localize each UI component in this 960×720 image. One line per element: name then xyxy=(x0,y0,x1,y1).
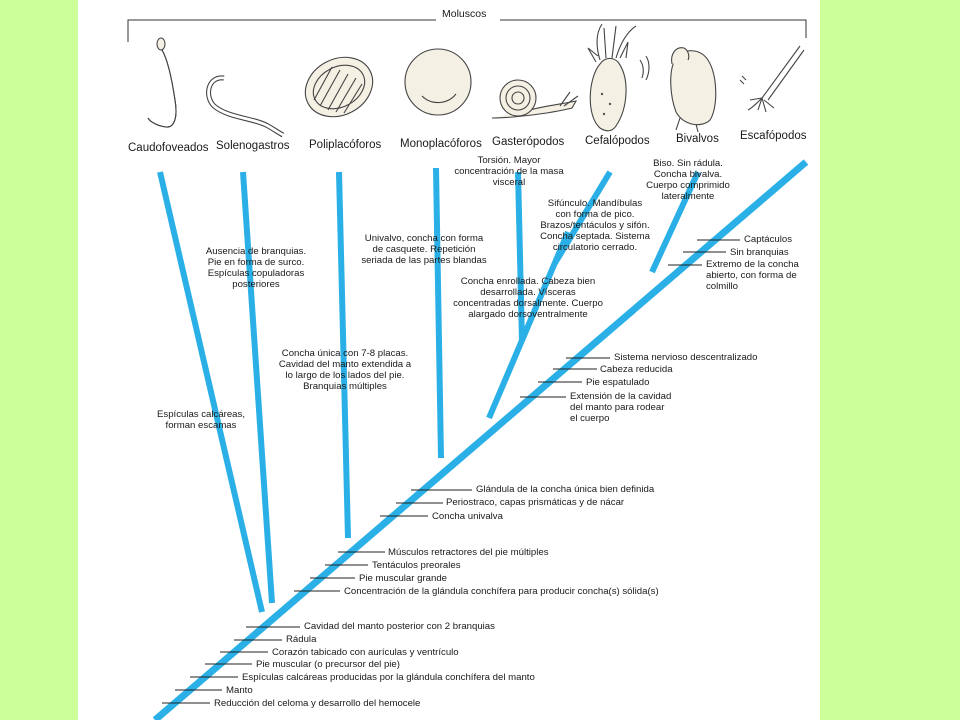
svg-text:lo largo de los lados del pie.: lo largo de los lados del pie. xyxy=(286,370,405,381)
trait-label: Concentración de la glándula conchífera … xyxy=(344,586,659,597)
trait-label: Periostraco, capas prismáticas y de náca… xyxy=(446,497,625,508)
branch-solenogastros xyxy=(240,171,275,604)
branches xyxy=(152,159,809,720)
svg-text:con forma de pico.: con forma de pico. xyxy=(556,209,635,220)
svg-text:concentración de la masa: concentración de la masa xyxy=(454,166,564,177)
svg-text:posteriores: posteriores xyxy=(232,279,280,290)
svg-text:Univalvo, concha con forma: Univalvo, concha con forma xyxy=(365,233,484,244)
bivalvo-icon xyxy=(670,47,717,133)
branch-bivalvos xyxy=(649,170,701,274)
branch-cefalopodos xyxy=(552,170,613,265)
note-gasteropodos: Torsión. Mayor concentración de la masa … xyxy=(454,155,564,188)
taxon-bivalvos: Bivalvos xyxy=(676,133,719,145)
svg-text:Concha bivalva.: Concha bivalva. xyxy=(654,169,722,180)
taxon-solenogastros: Solenogastros xyxy=(216,140,290,152)
note-solenogastros: Ausencia de branquias. Pie en forma de s… xyxy=(206,246,306,290)
cefalopodo-icon xyxy=(587,23,650,132)
taxon-monoplacoforos: Monoplacóforos xyxy=(400,138,482,150)
note-caudofoveados: Espículas calcáreas, forman escamas xyxy=(157,409,245,431)
svg-text:Espículas calcáreas,: Espículas calcáreas, xyxy=(157,409,245,420)
header-bracket xyxy=(127,19,807,42)
monoplacoforo-icon xyxy=(404,48,472,116)
note-gastro-cefalopodos: Concha enrollada. Cabeza bien desarrolla… xyxy=(453,276,603,320)
note-monoplacoforos: Univalvo, concha con forma de casquete. … xyxy=(361,233,487,266)
solenogastro-icon xyxy=(206,75,285,138)
taxon-gasteropodos: Gasterópodos xyxy=(492,136,564,148)
svg-text:de casquete. Repetición: de casquete. Repetición xyxy=(373,244,476,255)
trait-label: Pie espatulado xyxy=(586,377,649,388)
svg-text:Branquias múltiples: Branquias múltiples xyxy=(303,381,387,392)
branch-gastro-cefalopodos xyxy=(486,230,571,420)
caudofoveado-icon xyxy=(147,37,177,128)
trait-label: Sin branquias xyxy=(730,247,789,258)
taxon-caudofoveados: Caudofoveados xyxy=(128,142,209,154)
note-poliplacoforos: Concha única con 7-8 placas. Cavidad del… xyxy=(279,348,412,392)
trait-label: Corazón tabicado con aurículas y ventríc… xyxy=(272,647,459,658)
svg-text:Concha enrollada. Cabeza bien: Concha enrollada. Cabeza bien xyxy=(461,276,595,287)
trait-label: Espículas calcáreas producidas por la gl… xyxy=(242,672,535,683)
trait-label: Extensión de la cavidad xyxy=(570,391,671,402)
poliplacoforo-icon xyxy=(304,56,374,118)
svg-text:seriada de las partes blandas: seriada de las partes blandas xyxy=(361,255,487,266)
branch-caudofoveados xyxy=(157,171,265,613)
svg-text:Espículas copuladoras: Espículas copuladoras xyxy=(208,268,305,279)
trait-ticks xyxy=(162,239,740,704)
svg-text:Concha única con 7-8 placas.: Concha única con 7-8 placas. xyxy=(282,348,408,359)
branch-monoplacoforos xyxy=(433,167,444,459)
trait-label: Cabeza reducida xyxy=(600,364,673,375)
trait-label: Tentáculos preorales xyxy=(372,560,461,571)
trait-label: Pie muscular (o precursor del pie) xyxy=(256,659,400,670)
escafopodo-icon xyxy=(739,45,805,113)
trait-label: el cuerpo xyxy=(570,413,609,424)
trunk-trait-labels: Sistema nervioso descentralizado Cabeza … xyxy=(214,352,757,709)
taxon-cefalopodos: Cefalópodos xyxy=(585,135,650,147)
trait-label: Glándula de la concha única bien definid… xyxy=(476,484,655,495)
note-cefalopodos: Sifúnculo. Mandíbulas con forma de pico.… xyxy=(540,198,651,253)
branch-gasteropodos xyxy=(515,171,525,342)
svg-text:concentradas dorsalmente. Cuer: concentradas dorsalmente. Cuerpo xyxy=(453,298,603,309)
note-bivalvos: Biso. Sin rádula. Concha bivalva. Cuerpo… xyxy=(646,158,730,202)
svg-text:desarrollada. Vísceras: desarrollada. Vísceras xyxy=(480,287,576,298)
trait-label: del manto para rodear xyxy=(570,402,665,413)
svg-text:Cuerpo comprimido: Cuerpo comprimido xyxy=(646,180,730,191)
svg-text:Sifúnculo. Mandíbulas: Sifúnculo. Mandíbulas xyxy=(548,198,643,209)
trait-label: Reducción del celoma y desarrollo del he… xyxy=(214,698,420,709)
trait-label: Concha univalva xyxy=(432,511,504,522)
svg-text:visceral: visceral xyxy=(493,177,526,188)
branch-poliplacoforos xyxy=(336,171,351,539)
svg-text:Ausencia de branquias.: Ausencia de branquias. xyxy=(206,246,306,257)
svg-text:Biso. Sin rádula.: Biso. Sin rádula. xyxy=(653,158,723,169)
gasteropodo-icon xyxy=(491,79,579,119)
svg-text:alargado dorsoventralmente: alargado dorsoventralmente xyxy=(468,309,587,320)
trait-label: Extremo de la concha xyxy=(706,259,799,270)
svg-text:forman escamas: forman escamas xyxy=(166,420,237,431)
trait-label: Captáculos xyxy=(744,234,792,245)
svg-text:Torsión. Mayor: Torsión. Mayor xyxy=(478,155,542,166)
trait-label: Manto xyxy=(226,685,253,696)
svg-text:Pie en forma de surco.: Pie en forma de surco. xyxy=(208,257,305,268)
taxon-poliplacoforos: Poliplacóforos xyxy=(309,139,381,151)
trait-label: Pie muscular grande xyxy=(359,573,447,584)
svg-text:Cavidad del manto extendida a: Cavidad del manto extendida a xyxy=(279,359,412,370)
taxon-escafopodos: Escafópodos xyxy=(740,130,807,142)
svg-text:Brazos/tentáculos y sifón.: Brazos/tentáculos y sifón. xyxy=(540,220,649,231)
trait-label: abierto, con forma de xyxy=(706,270,797,281)
svg-text:lateralmente: lateralmente xyxy=(662,191,715,202)
trait-label: Músculos retractores del pie múltiples xyxy=(388,547,549,558)
header-title: Moluscos xyxy=(442,8,486,20)
trait-label: colmillo xyxy=(706,281,738,292)
escafopodo-trait-labels: Captáculos Sin branquias Extremo de la c… xyxy=(706,234,799,292)
trait-label: Sistema nervioso descentralizado xyxy=(614,352,757,363)
trait-label: Cavidad del manto posterior con 2 branqu… xyxy=(304,621,495,632)
svg-text:Concha septada. Sistema: Concha septada. Sistema xyxy=(540,231,651,242)
svg-text:circulatorio cerrado.: circulatorio cerrado. xyxy=(553,242,637,253)
trait-label: Rádula xyxy=(286,634,317,645)
